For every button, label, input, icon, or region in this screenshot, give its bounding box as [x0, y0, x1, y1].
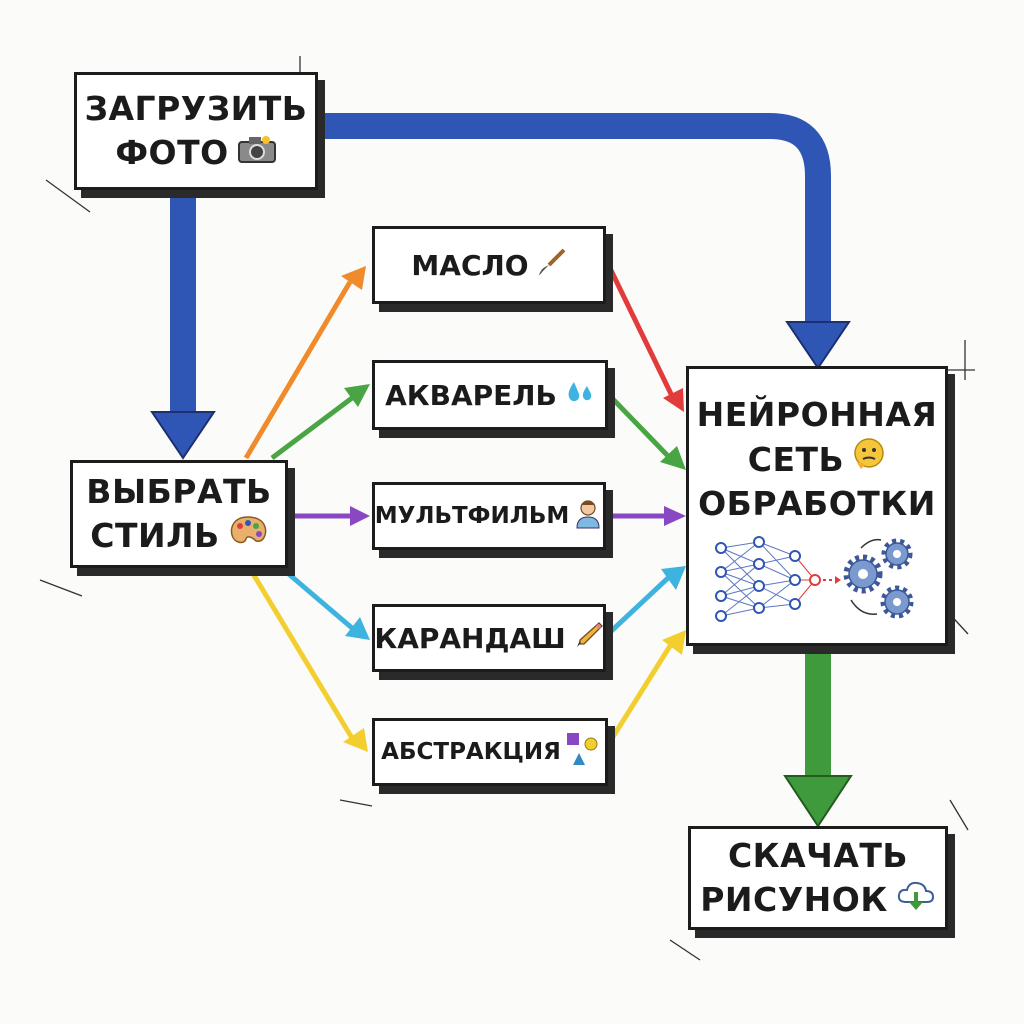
arrowhead-upload-to-style — [150, 411, 216, 460]
style-node-line1: ВЫБРАТЬ — [86, 472, 272, 511]
arrow-oil-to-network — [603, 258, 675, 398]
arrowhead-cartoon-to-network — [664, 506, 686, 526]
thinking-face-icon — [852, 437, 886, 482]
choose-style-node: ВЫБРАТЬ СТИЛЬ — [70, 460, 288, 568]
arrowhead-watercolor-to-network — [660, 446, 686, 470]
style-cartoon-node: МУЛЬТФИЛЬМ — [372, 482, 606, 550]
arrow-style-to-abstract — [249, 570, 355, 740]
cloud-download-icon — [896, 878, 936, 923]
arrowhead-upload-to-network — [785, 321, 851, 370]
style-oil-node: МАСЛО — [372, 226, 606, 304]
upload-photo-node: ЗАГРУЗИТЬ ФОТО — [74, 72, 318, 190]
arrowhead-style-to-watercolor — [344, 384, 370, 407]
neural-network-node: НЕЙРОННАЯ СЕТЬ ОБРАБОТКИ — [686, 366, 948, 646]
style-pencil-node: КАРАНДАШ — [372, 604, 606, 672]
download-image-node: СКАЧАТЬ РИСУНОК — [688, 826, 948, 930]
network-node-line3: ОБРАБОТКИ — [698, 484, 936, 523]
style-node-line2: СТИЛЬ — [90, 516, 220, 555]
pencil-label: КАРАНДАШ — [374, 621, 566, 655]
shapes-icon — [565, 731, 599, 773]
arrowhead-network-to-download — [783, 775, 853, 828]
person-icon — [573, 497, 603, 535]
droplets-icon — [565, 378, 595, 413]
arrow-upload-to-network — [318, 113, 831, 328]
neural-network-gears-icon — [711, 534, 923, 637]
paintbrush-icon — [537, 247, 567, 284]
oil-label: МАСЛО — [411, 248, 529, 282]
arrowhead-pencil-to-network — [661, 566, 686, 590]
style-abstract-node: АБСТРАКЦИЯ — [372, 718, 608, 786]
palette-icon — [228, 514, 268, 558]
arrowhead-style-to-abstract — [343, 728, 368, 752]
arrowhead-abstract-to-network — [662, 630, 686, 655]
arrow-abstract-to-network — [603, 644, 673, 750]
network-node-line1: НЕЙРОННАЯ — [696, 395, 938, 434]
arrowhead-style-to-cartoon — [350, 506, 370, 526]
upload-node-line2: ФОТО — [115, 133, 229, 172]
style-watercolor-node: АКВАРЕЛЬ — [372, 360, 608, 430]
camera-icon — [237, 131, 277, 175]
cartoon-label: МУЛЬТФИЛЬМ — [374, 503, 570, 529]
arrow-pencil-to-network — [604, 576, 670, 638]
arrow-style-to-watercolor — [270, 396, 354, 460]
arrow-style-to-oil — [243, 280, 353, 460]
upload-node-line1: ЗАГРУЗИТЬ — [84, 89, 308, 128]
arrowhead-style-to-oil — [341, 266, 366, 290]
arrow-watercolor-to-network — [606, 392, 670, 458]
arrowhead-oil-to-network — [663, 388, 684, 412]
watercolor-label: АКВАРЕЛЬ — [385, 378, 557, 412]
pencil-icon — [574, 620, 604, 657]
abstract-label: АБСТРАКЦИЯ — [381, 739, 561, 765]
arrowhead-style-to-pencil — [345, 617, 370, 640]
arrow-style-to-pencil — [282, 568, 354, 630]
download-node-line2: РИСУНОК — [700, 880, 888, 919]
download-node-line1: СКАЧАТЬ — [727, 835, 909, 875]
network-node-line2: СЕТЬ — [747, 439, 845, 479]
